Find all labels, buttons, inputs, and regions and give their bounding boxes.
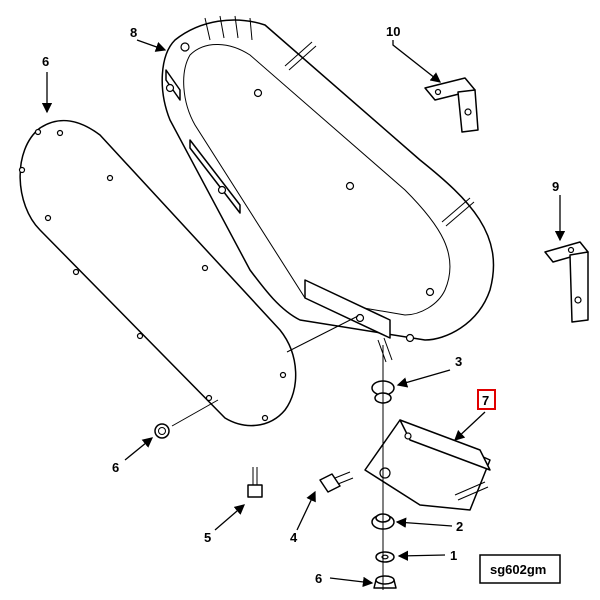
drawing-code-label: sg602gm: [490, 562, 546, 577]
callout-4: 4: [290, 530, 298, 545]
callout-6-bottom: 6: [315, 571, 322, 586]
bolt-part-4: [319, 471, 354, 493]
drawing-code-box: sg602gm: [479, 554, 561, 584]
callout-3: 3: [455, 354, 462, 369]
callout-6-left: 6: [112, 460, 119, 475]
callout-2: 2: [456, 519, 463, 534]
callout-9: 8: [130, 25, 137, 40]
callout-1: 1: [450, 548, 457, 563]
callout-8: 7: [482, 393, 489, 408]
callout-11: 10: [386, 24, 400, 39]
washer-part-1: [375, 551, 395, 563]
bracket-part-11: [424, 77, 479, 133]
mounting-bracket-part-8: [364, 419, 491, 511]
bolt-part-5: [247, 467, 263, 498]
belt-guard-part-9: [161, 15, 495, 363]
callout-7: 6: [42, 54, 49, 69]
bracket-part-10: [544, 241, 589, 323]
cover-plate-part-7: [18, 119, 297, 427]
callout-8-highlight: [477, 389, 496, 410]
nut-part-6-left: [154, 423, 170, 439]
nut-part-6-bottom: [373, 575, 397, 589]
callout-5: 5: [204, 530, 211, 545]
callout-10: 9: [552, 179, 559, 194]
